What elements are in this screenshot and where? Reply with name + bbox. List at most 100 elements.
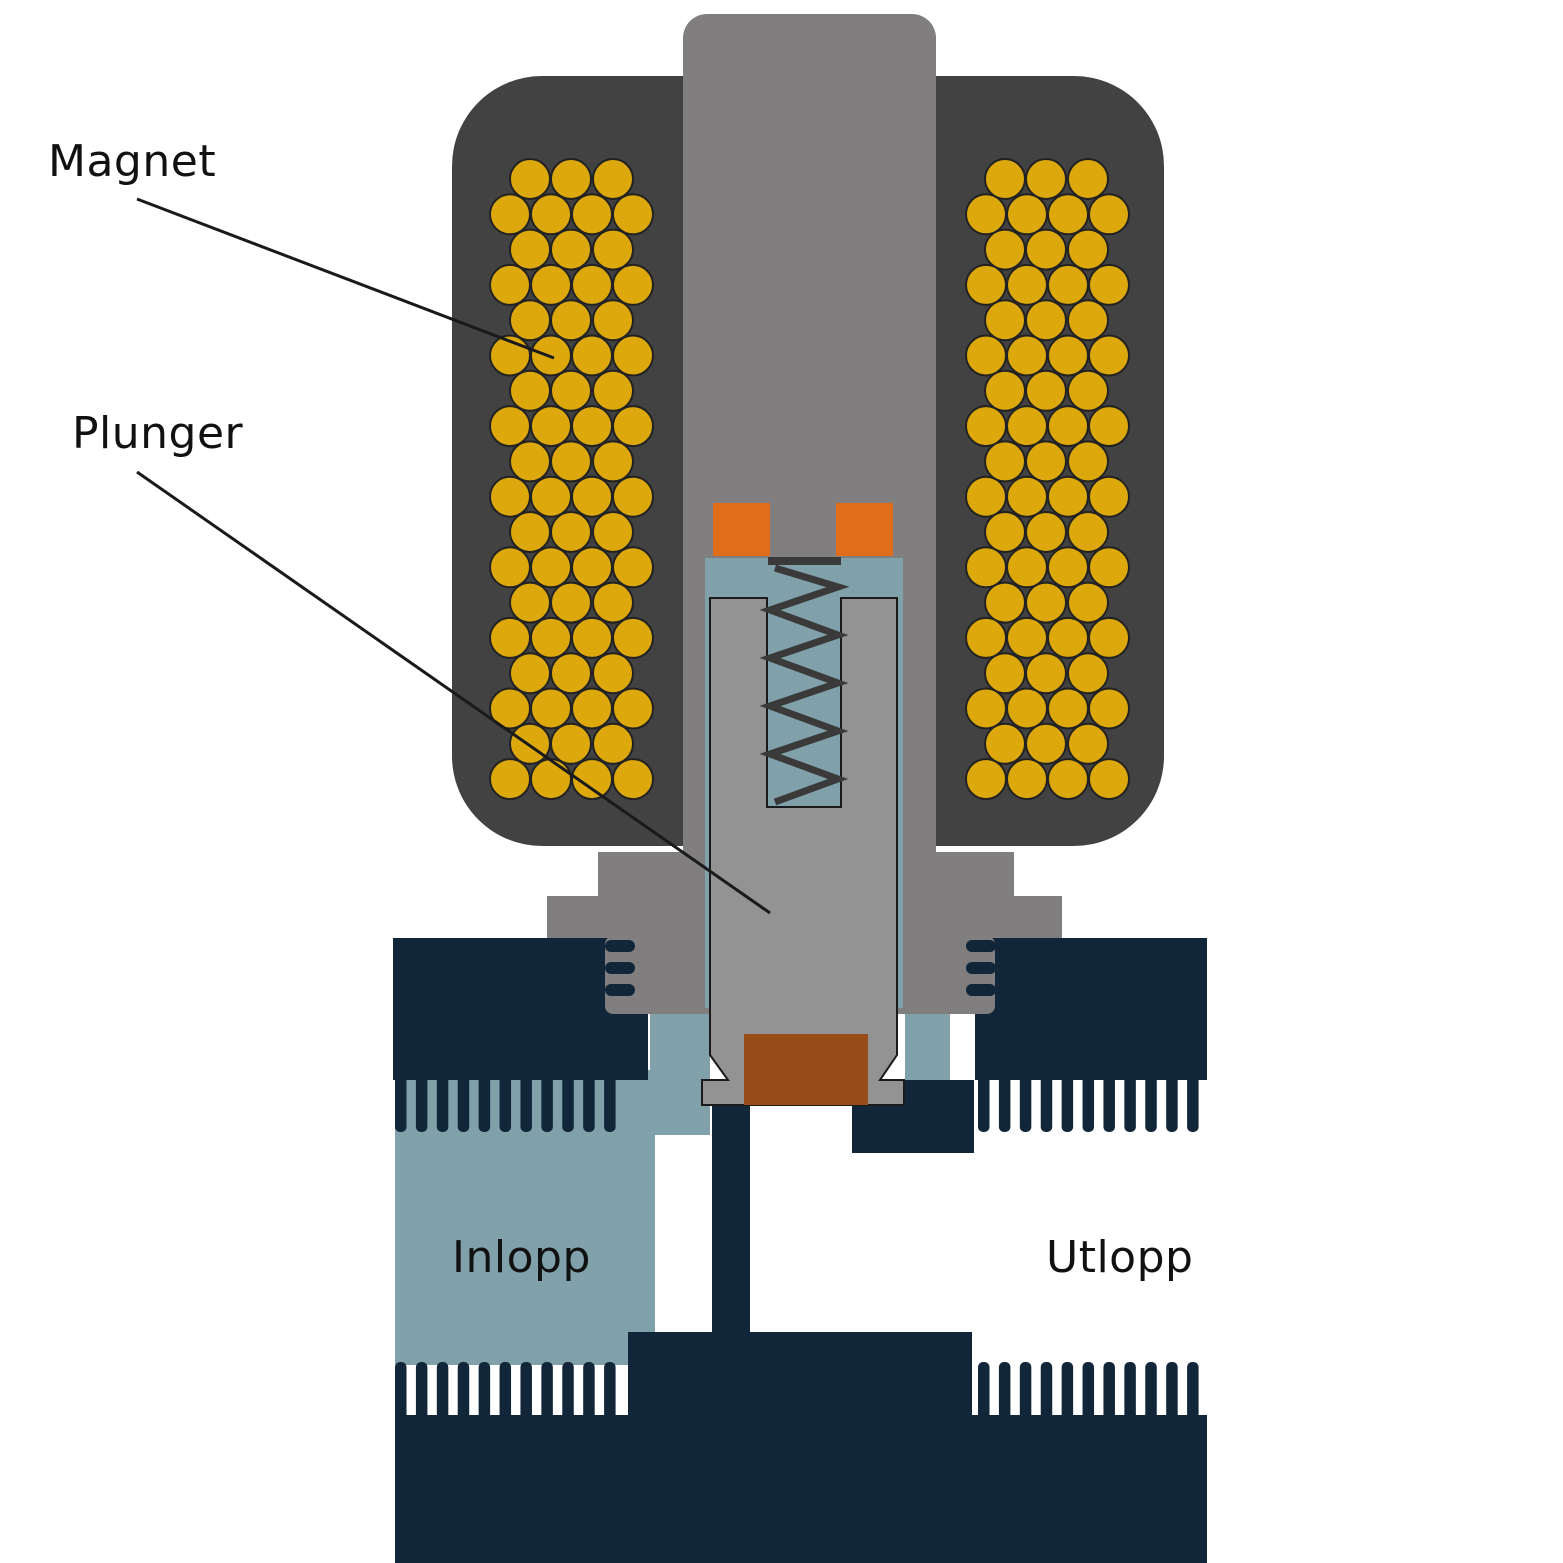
coil-wire-turn: [550, 369, 592, 412]
coil-wire-turn: [509, 722, 551, 765]
coil-wire-turn: [489, 475, 531, 518]
coil-wire-turn: [509, 581, 551, 624]
magnet-label: Magnet: [48, 136, 217, 187]
coil-wire-turn: [571, 193, 613, 236]
coil-wire-turn: [550, 511, 592, 553]
thread-tooth: [415, 1075, 428, 1132]
coil-wire-turn: [489, 263, 531, 306]
thread-tooth: [1082, 1362, 1095, 1420]
coil-wire-turn: [1088, 263, 1130, 306]
coil-wire-turn: [571, 263, 613, 306]
thread-tooth: [1040, 1362, 1053, 1420]
coil-wire-turn: [984, 228, 1026, 271]
coil-wire-turn: [612, 687, 654, 730]
coil-wire-turn: [1047, 616, 1089, 659]
thread-tooth: [1187, 1362, 1199, 1420]
plunger-leader-line: [136, 470, 771, 915]
shading-ring-right: [836, 503, 893, 556]
coil-wire-turn: [489, 758, 531, 801]
coil-wire-turn: [1088, 616, 1130, 659]
coil-wire-turn: [612, 546, 654, 589]
coil-wire-turn: [509, 228, 551, 271]
thread-tooth: [395, 1075, 407, 1132]
coil-wire-turn: [592, 228, 634, 271]
thread-tooth: [998, 1075, 1011, 1132]
thread-tooth: [436, 1075, 449, 1132]
coil-wire-turn: [984, 299, 1026, 342]
coil-wire-turn: [1006, 405, 1048, 448]
coil-wire-turn: [1025, 440, 1067, 483]
coil-wire-turn: [571, 405, 613, 448]
coil-wire-turn: [509, 369, 551, 412]
coil-wire-turn: [550, 722, 592, 765]
coil-wire-turn: [612, 193, 654, 236]
coil-wire-turn: [1025, 652, 1067, 695]
thread-tooth: [1103, 1075, 1115, 1132]
coil-wire-turn: [612, 616, 654, 659]
thread-tooth: [1187, 1075, 1199, 1132]
coil-wire-turn: [1088, 546, 1130, 589]
coil-wire-turn: [592, 158, 634, 200]
bonnet-thread: [605, 940, 996, 996]
coil-wire-turn: [1025, 722, 1067, 765]
coil-wire-turn: [965, 616, 1007, 659]
coil-wire-turn: [1067, 652, 1109, 695]
coil-wire-turn: [984, 511, 1026, 553]
plunger: [701, 597, 905, 1106]
coil-wire-turn: [1047, 546, 1089, 589]
inlet-label: Inlopp: [452, 1232, 591, 1283]
coil-wire-turn: [550, 228, 592, 271]
coil-winding-left: [489, 158, 654, 801]
coil-wire-turn: [550, 158, 592, 200]
coil-wire-turn: [1067, 581, 1109, 624]
coil-wire-turn: [984, 440, 1026, 483]
coil-wire-turn: [1025, 511, 1067, 553]
coil-wire-turn: [1067, 722, 1109, 765]
coil-wire-turn: [1067, 369, 1109, 412]
coil-wire-turn: [550, 652, 592, 695]
coil-wire-turn: [1088, 405, 1130, 448]
thread-tooth: [978, 1075, 990, 1132]
coil-wire-turn: [984, 722, 1026, 765]
coil-wire-turn: [1067, 158, 1109, 200]
coil-wire-turn: [530, 405, 572, 448]
thread-tooth: [583, 1362, 595, 1420]
outlet-pipe-thread-bottom: [978, 1362, 1199, 1420]
coil-wire-turn: [530, 263, 572, 306]
coil-wire-turn: [592, 440, 634, 483]
thread-tooth: [457, 1362, 470, 1420]
coil-wire-turn: [965, 334, 1007, 377]
thread-tooth: [562, 1075, 574, 1132]
coil-wire-turn: [1047, 758, 1089, 801]
coil-wire-turn: [1088, 687, 1130, 730]
thread-tooth: [562, 1362, 574, 1420]
coil-wire-turn: [984, 369, 1026, 412]
thread-tooth: [520, 1362, 532, 1420]
thread-tooth: [1124, 1362, 1136, 1420]
coil-wire-turn: [1006, 687, 1048, 730]
coil-wire-turn: [592, 581, 634, 624]
coil-wire-turn: [592, 511, 634, 553]
coil-wire-turn: [592, 722, 634, 765]
coil-wire-turn: [509, 511, 551, 553]
coil-wire-turn: [489, 616, 531, 659]
thread-tooth: [1166, 1075, 1178, 1132]
coil-wire-turn: [984, 581, 1026, 624]
coil-wire-turn: [965, 193, 1007, 236]
coil-wire-turn: [571, 616, 613, 659]
thread-tooth: [1082, 1075, 1095, 1132]
valve-seal: [744, 1034, 868, 1105]
coil-wire-turn: [530, 475, 572, 518]
coil-wire-turn: [509, 158, 551, 200]
coil-wire-turn: [965, 475, 1007, 518]
coil-wire-turn: [1047, 263, 1089, 306]
coil-wire-turn: [965, 546, 1007, 589]
thread-tooth: [1061, 1075, 1074, 1132]
coil-wire-turn: [571, 334, 613, 377]
thread-tooth: [1019, 1362, 1032, 1420]
coil-wire-turn: [550, 581, 592, 624]
coil-wire-turn: [1088, 475, 1130, 518]
coil-wire-turn: [571, 546, 613, 589]
coil-wire-turn: [1047, 193, 1089, 236]
coil-wire-turn: [489, 405, 531, 448]
